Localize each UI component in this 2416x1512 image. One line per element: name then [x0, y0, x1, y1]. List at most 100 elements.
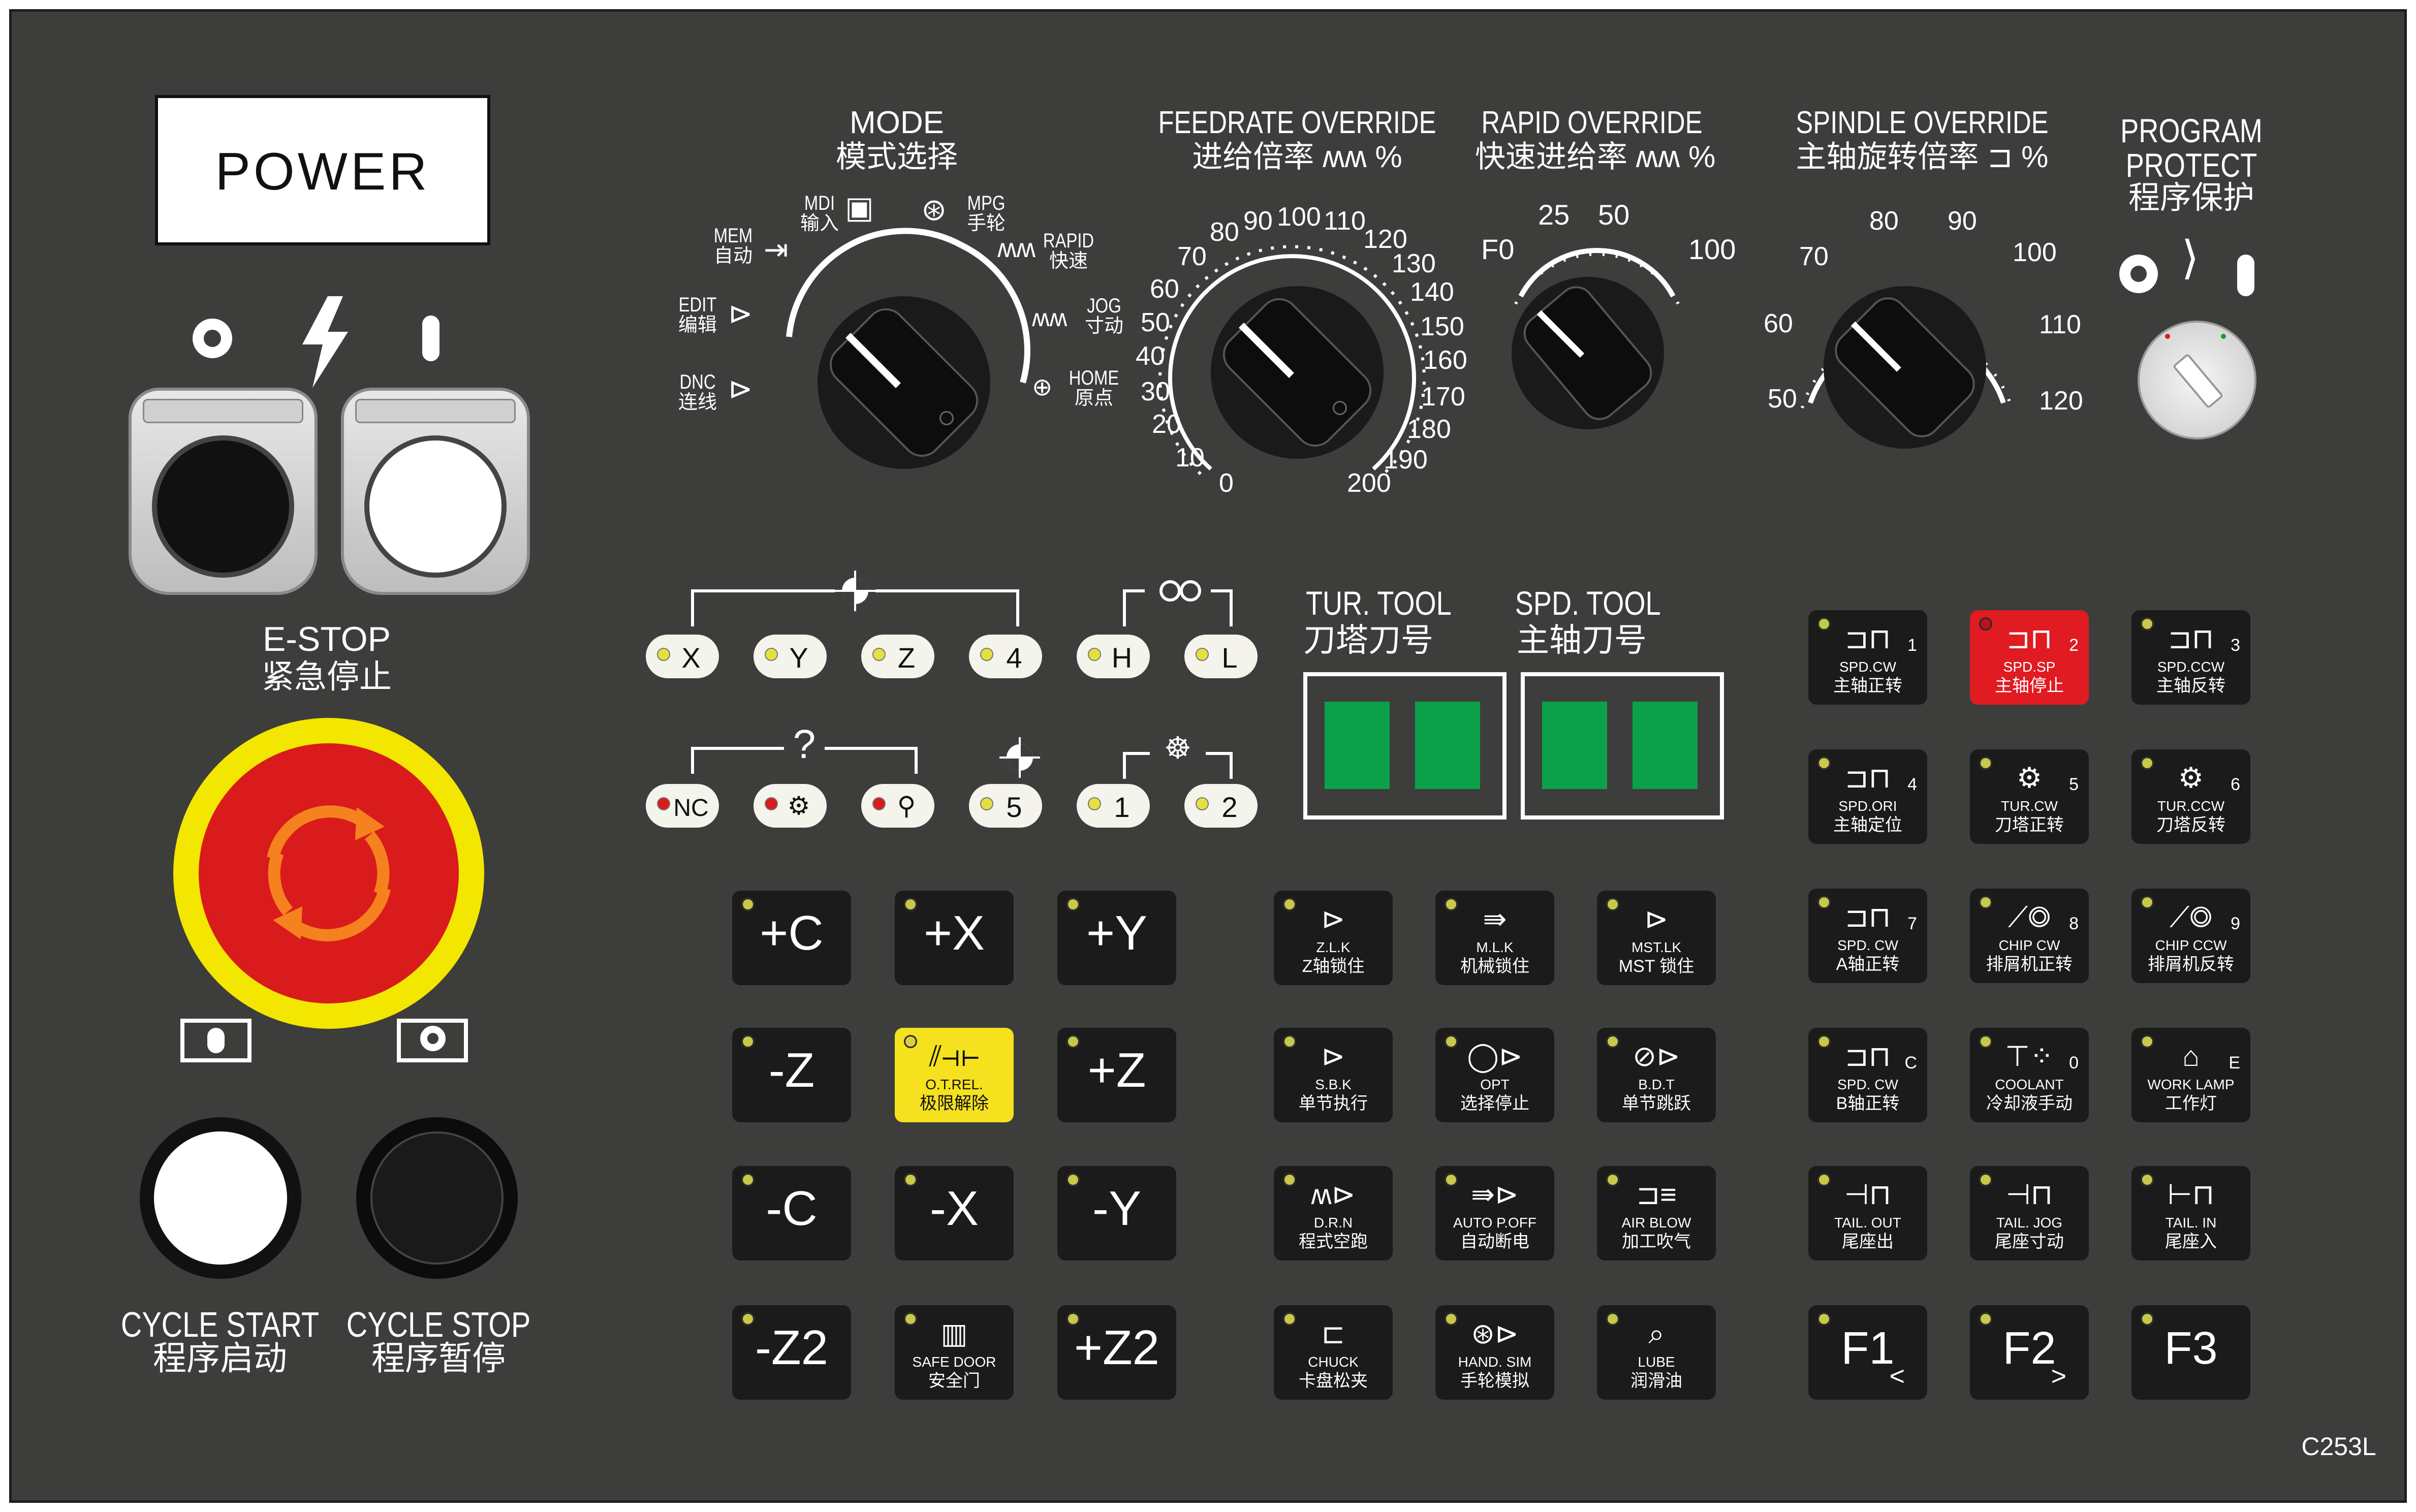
feedrate-override-knob[interactable] — [1211, 286, 1384, 459]
jog-plus-c-button[interactable]: +C — [732, 891, 851, 985]
axis-z-button[interactable]: Z — [861, 635, 934, 678]
power-on-button[interactable] — [129, 388, 318, 595]
turret-icon: ⚙ — [2178, 762, 2204, 794]
key-label-cn: 单节跳跃 — [1622, 1094, 1691, 1113]
help-question-mark: ? — [793, 721, 816, 767]
spindle-unit: % — [2021, 140, 2049, 174]
key-label-en: CHIP CCW — [2155, 937, 2227, 953]
rapid-override-knob[interactable] — [1512, 277, 1664, 429]
key-label-en: TUR.CW — [2001, 798, 2058, 814]
handwheel-2-button[interactable]: 2 — [1184, 784, 1258, 828]
spindle-icon: ⊐⊓ — [1844, 1040, 1891, 1072]
feedrate-tick: 10 — [1175, 443, 1205, 472]
handwheel-1-button[interactable]: 1 — [1077, 784, 1150, 828]
jog-minus-z2-button[interactable]: -Z2 — [732, 1305, 851, 1400]
jog-minus-c-button[interactable]: -C — [732, 1166, 851, 1261]
axis-4-led — [980, 648, 993, 661]
estop-label-en: E-STOP — [263, 620, 391, 658]
key-led — [1066, 1312, 1080, 1326]
f1-button[interactable]: F1< — [1808, 1305, 1927, 1400]
key-label-cn: Z轴锁住 — [1302, 957, 1365, 976]
key-led — [904, 1035, 917, 1048]
key-led — [2141, 1173, 2154, 1186]
axis-5-button[interactable]: 5 — [969, 784, 1042, 828]
power-off-button[interactable] — [341, 388, 530, 595]
key-label-cn: 主轴定位 — [1833, 815, 1902, 835]
f3-button[interactable]: F3 — [2131, 1305, 2250, 1400]
key-label-cn: 刀塔正转 — [1995, 815, 2064, 835]
estop-label-cn: 紧急停止 — [262, 658, 392, 695]
jog-minus-z-button[interactable]: -Z — [732, 1028, 851, 1122]
spindle-title-cn: 主轴旋转倍率 — [1796, 140, 1979, 174]
f2-button[interactable]: F2> — [1970, 1305, 2089, 1400]
jog-plus-z-button[interactable]: +Z — [1057, 1028, 1176, 1122]
feedrate-tick: 110 — [1324, 206, 1366, 236]
nc-alarm-label: NC — [673, 795, 709, 822]
lightning-icon — [302, 296, 348, 388]
key-label-en: S.B.K — [1315, 1077, 1352, 1092]
jog-plus-x-button[interactable]: +X — [895, 891, 1014, 985]
protect-on-icon — [2237, 255, 2254, 296]
cycle-start-button[interactable] — [140, 1117, 301, 1279]
key-label-cn: 尾座入 — [2165, 1232, 2217, 1251]
program-protect-line2: PROTECT — [2125, 146, 2257, 184]
axis-y-button[interactable]: Y — [754, 635, 827, 678]
cycle-stop-label-cn: 程序暂停 — [371, 1339, 506, 1377]
jog-plus-y-button[interactable]: +Y — [1057, 891, 1176, 985]
tool-alarm-button[interactable]: ⚲ — [861, 784, 934, 828]
mode-edit-label: EDIT — [678, 294, 717, 316]
key-label: +Z — [1087, 1043, 1146, 1097]
machine-alarm-button[interactable]: ⚙ — [754, 784, 827, 828]
mode-selector-knob[interactable] — [818, 296, 990, 469]
nc-alarm-button[interactable]: NC — [646, 784, 719, 828]
feedrate-tick: 100 — [1277, 202, 1321, 232]
cycle-stop-button[interactable] — [356, 1117, 518, 1279]
speed-h-button[interactable]: H — [1077, 635, 1150, 678]
feedrate-tick: 70 — [1177, 242, 1207, 271]
estop-button[interactable] — [173, 718, 484, 1029]
axis-4-button[interactable]: 4 — [969, 635, 1042, 678]
spd-tool-label-cn: 主轴刀号 — [1517, 622, 1647, 658]
ot-release-button[interactable]: ⫽⊣⊢O.T.REL.极限解除 — [895, 1028, 1014, 1122]
key-label-cn: 单节执行 — [1299, 1094, 1368, 1113]
program-protect-key-switch[interactable] — [2138, 321, 2256, 439]
key-switch-arrow-icon: ⟩ — [2181, 233, 2200, 284]
spindle-override-knob[interactable] — [1824, 286, 1986, 449]
jog-plus-z2-button[interactable]: +Z2 — [1057, 1305, 1176, 1400]
key-led — [1066, 1173, 1080, 1186]
speed-l-button[interactable]: L — [1184, 635, 1258, 678]
axis-x-button[interactable]: X — [646, 635, 719, 678]
key-label-cn: 主轴正转 — [1833, 676, 1902, 696]
jog-minus-x-button[interactable]: -X — [895, 1166, 1014, 1261]
cycle-start-label-en: CYCLE START — [120, 1305, 320, 1344]
jog-minus-y-button[interactable]: -Y — [1057, 1166, 1176, 1261]
